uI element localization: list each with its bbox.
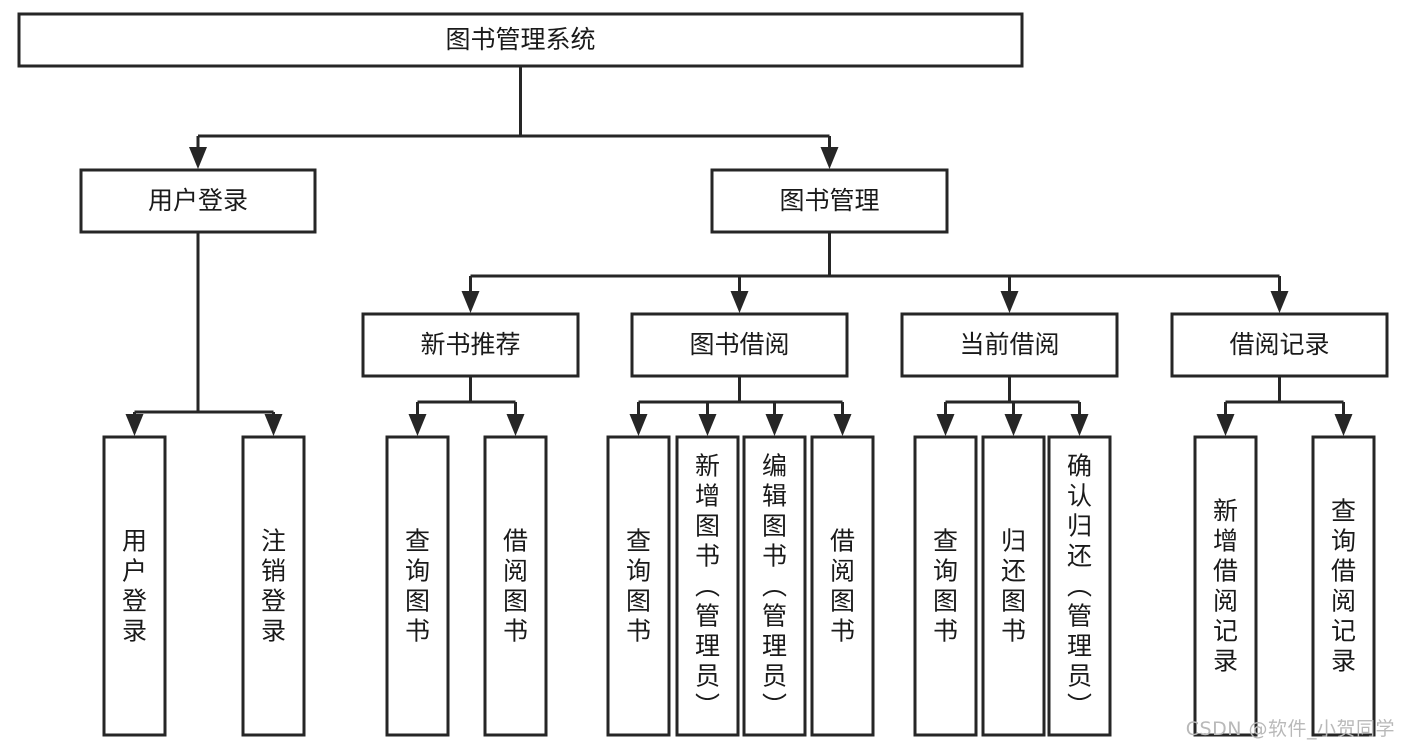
node-label: 借阅图书 [830,526,855,645]
node-box [900,312,1119,378]
node-label: 图书管理系统 [445,25,595,54]
arrow-head-icon [1334,414,1353,436]
arrow-head-icon [264,414,283,436]
node-label: 查询图书 [933,526,958,645]
node-box [913,435,978,737]
node-box [1311,435,1376,737]
node-root[interactable]: 图书管理系统 [17,12,1024,68]
node-leaf-add-record[interactable]: 新增借阅记录 [1193,435,1258,737]
node-label: 图书借阅 [689,330,789,359]
node-box [675,435,740,737]
node-box [981,435,1046,737]
node-leaf-return-book[interactable]: 归还图书 [981,435,1046,737]
node-leaf-confirm-return[interactable]: 确认归还︵管理员︶ [1047,435,1112,737]
node-book-borrow[interactable]: 图书借阅 [630,312,849,378]
node-label: 归还图书 [1001,526,1026,645]
arrow-head-icon [730,291,749,313]
arrow-head-icon [1000,291,1019,313]
node-label: 新增图书︵管理员︶ [695,451,720,720]
node-leaf-borrow-book-2[interactable]: 借阅图书 [810,435,875,737]
arrow-head-icon [1004,414,1023,436]
node-label: 借阅图书 [503,526,528,645]
arrow-head-icon [765,414,784,436]
node-label: 借阅记录 [1229,330,1329,359]
arrow-head-icon [461,291,480,313]
node-book-manage[interactable]: 图书管理 [710,168,949,234]
node-label: 图书管理 [779,186,879,215]
node-box [742,435,807,737]
node-leaf-borrow-book-1[interactable]: 借阅图书 [483,435,548,737]
node-box [102,435,167,737]
node-box [17,12,1024,68]
node-leaf-add-book[interactable]: 新增图书︵管理员︶ [675,435,740,737]
node-label: 编辑图书︵管理员︶ [762,451,787,720]
arrow-head-icon [1070,414,1089,436]
arrow-head-icon [189,147,207,169]
arrow-head-icon [820,147,839,169]
node-label: 当前借阅 [959,330,1059,359]
arrow-head-icon [833,414,852,436]
connector-layer [125,66,1353,436]
node-label: 查询图书 [626,526,651,645]
node-leaf-logout[interactable]: 注销登录 [241,435,306,737]
node-leaf-query-book-2[interactable]: 查询图书 [606,435,671,737]
arrow-head-icon [1216,414,1235,436]
node-label: 注销登录 [261,526,286,645]
node-box [710,168,949,234]
node-label: 新增借阅记录 [1213,496,1238,675]
node-leaf-query-book-1[interactable]: 查询图书 [385,435,450,737]
arrow-head-icon [506,414,525,436]
arrow-head-icon [408,414,427,436]
arrow-head-icon [1270,291,1289,313]
arrow-head-icon [698,414,717,436]
csdn-watermark: CSDN @软件_小贺同学 [1185,718,1395,740]
node-user-login[interactable]: 用户登录 [79,168,317,234]
node-current-borrow[interactable]: 当前借阅 [900,312,1119,378]
node-label: 用户登录 [148,186,248,215]
node-box [1193,435,1258,737]
arrow-head-icon [936,414,955,436]
node-box [385,435,450,737]
node-label: 新书推荐 [420,330,520,359]
node-box [79,168,317,234]
node-box [606,435,671,737]
node-leaf-query-record[interactable]: 查询借阅记录 [1311,435,1376,737]
node-leaf-user-login[interactable]: 用户登录 [102,435,167,737]
node-box [1047,435,1112,737]
node-leaf-edit-book[interactable]: 编辑图书︵管理员︶ [742,435,807,737]
node-label: 查询借阅记录 [1331,496,1356,675]
node-box [241,435,306,737]
node-new-book-recommend[interactable]: 新书推荐 [361,312,580,378]
node-box [630,312,849,378]
arrow-head-icon [629,414,648,436]
node-label: 查询图书 [405,526,430,645]
arrow-head-icon [125,414,144,436]
node-box [361,312,580,378]
node-box [483,435,548,737]
node-leaf-query-book-3[interactable]: 查询图书 [913,435,978,737]
node-label: 用户登录 [122,526,147,645]
node-borrow-record[interactable]: 借阅记录 [1170,312,1389,378]
node-box [810,435,875,737]
node-label: 确认归还︵管理员︶ [1067,451,1092,720]
node-layer: 图书管理系统用户登录图书管理新书推荐图书借阅当前借阅借阅记录用户登录注销登录查询… [17,12,1389,737]
node-box [1170,312,1389,378]
